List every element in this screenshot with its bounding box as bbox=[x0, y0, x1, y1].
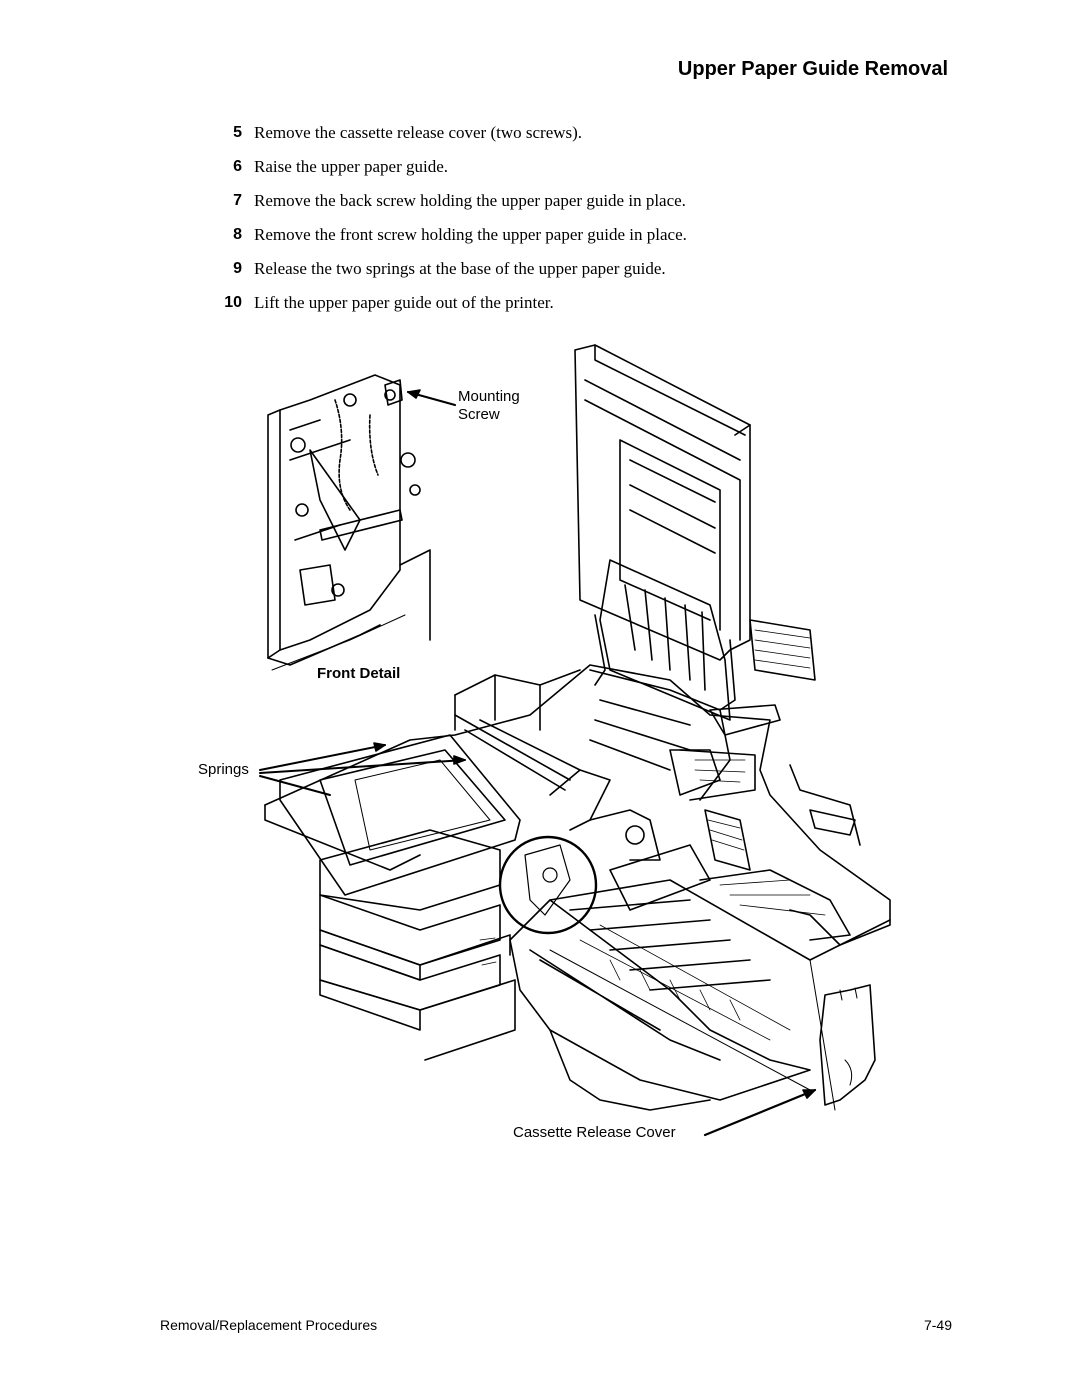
step-number: 5 bbox=[233, 124, 242, 141]
cassette-release-cover-label: Cassette Release Cover bbox=[513, 1124, 676, 1141]
step-number: 8 bbox=[233, 226, 242, 243]
mounting-screw-label-line1: Mounting bbox=[458, 388, 520, 405]
step-number: 10 bbox=[224, 294, 242, 311]
front-detail-callout-circle bbox=[498, 835, 598, 935]
springs-leader-lower bbox=[259, 775, 331, 796]
springs-leader-upper bbox=[259, 744, 386, 771]
springs-leader-middle bbox=[259, 759, 466, 774]
printer-body bbox=[264, 664, 891, 946]
front-detail-caption: Front Detail bbox=[317, 665, 401, 682]
front-detail-drawing bbox=[267, 374, 431, 671]
springs-label: Springs bbox=[198, 761, 249, 778]
step-text: Raise the upper paper guide. bbox=[254, 157, 449, 176]
printer-illustration: Mounting Screw Front Detail Springs Cass… bbox=[198, 340, 900, 1150]
page-title: Upper Paper Guide Removal bbox=[677, 58, 948, 80]
raised-top-cover bbox=[574, 344, 816, 736]
mounting-screw-label-line2: Screw bbox=[458, 406, 500, 423]
step-number: 7 bbox=[233, 192, 242, 209]
step-text: Remove the front screw holding the upper… bbox=[254, 225, 687, 244]
footer-page-number: 7-49 bbox=[923, 1317, 952, 1333]
printer-line-drawing bbox=[259, 344, 891, 1137]
step-number: 9 bbox=[233, 260, 242, 277]
cassette-release-cover-drawing bbox=[819, 984, 876, 1106]
footer-section-name: Removal/Replacement Procedures bbox=[160, 1317, 378, 1333]
step-text: Lift the upper paper guide out of the pr… bbox=[254, 293, 554, 312]
step-text: Remove the back screw holding the upper … bbox=[254, 191, 686, 210]
cassette-release-cover-arrow bbox=[703, 1088, 817, 1137]
lower-paper-path bbox=[509, 879, 891, 1111]
step-text: Release the two springs at the base of t… bbox=[254, 259, 666, 278]
step-number: 6 bbox=[233, 158, 242, 175]
paper-cassettes bbox=[279, 734, 521, 1061]
step-text: Remove the cassette release cover (two s… bbox=[254, 123, 583, 142]
